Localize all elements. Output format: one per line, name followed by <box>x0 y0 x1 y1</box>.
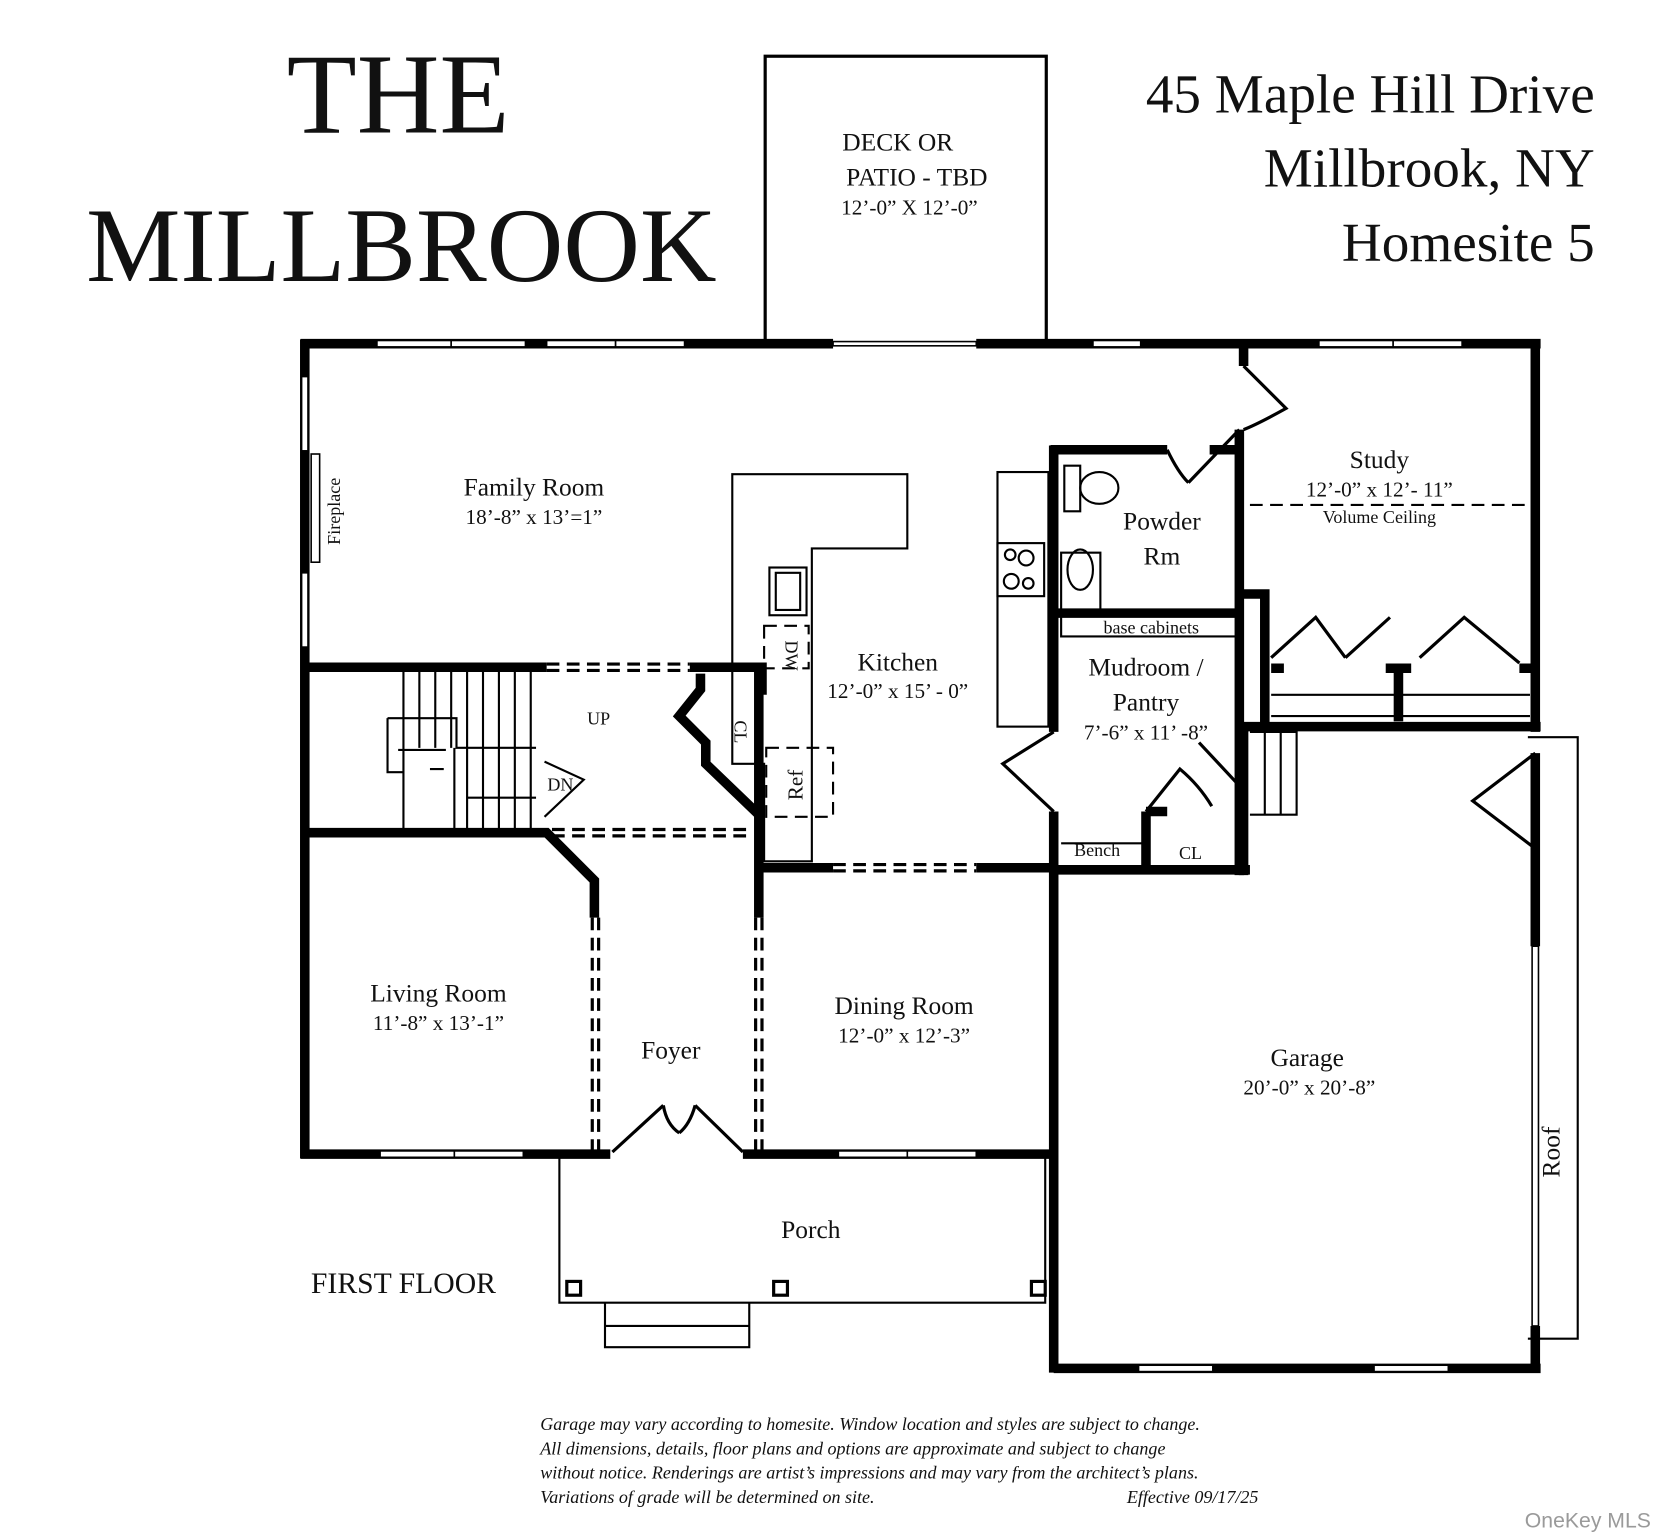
watermark: OneKey MLS <box>1525 1510 1651 1533</box>
fireplace <box>310 453 321 564</box>
refrigerator-label: Ref <box>783 769 807 801</box>
dining-room-label: Dining Room <box>835 991 974 1020</box>
powder-room-label: Powder <box>1123 506 1201 535</box>
plan-title-line1: THE <box>287 31 510 158</box>
plan-title-line2: MILLBROOK <box>86 186 716 304</box>
garage-dimensions: 20’-0” x 20’-8” <box>1243 1076 1375 1100</box>
stairs-down-label: DN <box>547 774 573 794</box>
porch-label: Porch <box>781 1215 841 1244</box>
garage-label: Garage <box>1271 1043 1344 1072</box>
base-cabinets-label: base cabinets <box>1104 617 1200 637</box>
mudroom-dimensions: 7’-6” x 11’ -8” <box>1084 720 1208 744</box>
address-street: 45 Maple Hill Drive <box>1146 63 1595 124</box>
mudroom-label: Mudroom / <box>1088 653 1204 682</box>
mudroom-label-2: Pantry <box>1113 688 1180 717</box>
windows <box>300 339 1540 1373</box>
disclaimer-line-2: All dimensions, details, floor plans and… <box>539 1438 1165 1458</box>
closet-label-2: CL <box>1179 843 1202 863</box>
deck-dimensions: 12’-0” X 12’-0” <box>841 195 978 219</box>
kitchen-label: Kitchen <box>858 647 939 676</box>
study-label: Study <box>1350 445 1410 474</box>
deck-label-2: PATIO - TBD <box>846 163 987 192</box>
doors <box>543 364 1537 1154</box>
disclaimer-line-3: without notice. Renderings are artist’s … <box>540 1463 1198 1483</box>
address-city: Millbrook, NY <box>1264 138 1595 199</box>
dishwasher-label: DW <box>781 641 801 671</box>
foyer-label: Foyer <box>641 1036 701 1065</box>
effective-date: Effective 09/17/25 <box>1126 1487 1259 1507</box>
kitchen-dimensions: 12’-0” x 15’ - 0” <box>827 679 968 703</box>
deck-label: DECK OR <box>842 128 953 157</box>
fireplace-label: Fireplace <box>324 478 344 545</box>
closet-label: CL <box>730 720 750 743</box>
living-room-label: Living Room <box>370 978 507 1007</box>
volume-ceiling-note: Volume Ceiling <box>1323 507 1436 527</box>
disclaimer-line-1: Garage may vary according to homesite. W… <box>540 1414 1200 1434</box>
powder-room-label-2: Rm <box>1144 541 1181 570</box>
dining-room-dimensions: 12’-0” x 12’-3” <box>838 1024 970 1048</box>
stairs-up-label: UP <box>587 709 610 729</box>
disclaimer-line-4: Variations of grade will be determined o… <box>540 1487 874 1507</box>
floor-label: FIRST FLOOR <box>311 1268 496 1300</box>
fixtures <box>386 464 1579 1349</box>
roof-label: Roof <box>1537 1126 1566 1177</box>
family-room-label: Family Room <box>464 472 605 501</box>
address-homesite: Homesite 5 <box>1342 212 1595 273</box>
family-room-dimensions: 18’-8” x 13’=1” <box>466 505 603 529</box>
living-room-dimensions: 11’-8” x 13’-1” <box>373 1011 504 1035</box>
bench-label: Bench <box>1074 840 1120 860</box>
study-dimensions: 12’-0” x 12’- 11” <box>1306 477 1453 501</box>
